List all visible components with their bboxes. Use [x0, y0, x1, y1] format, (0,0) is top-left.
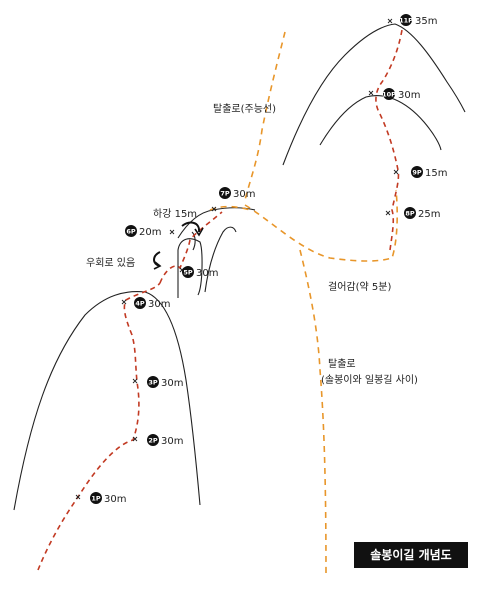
pitch-length-1p: 30m — [104, 494, 126, 505]
trails — [209, 31, 398, 576]
svg-text:8P: 8P — [405, 210, 415, 218]
pitch-3: 3P 30m — [147, 376, 183, 389]
label-exit-top: 탈출로(주능선) — [213, 102, 276, 115]
route-upper — [375, 29, 403, 251]
pitch-length-7p: 30m — [233, 189, 255, 200]
pitch-length-8p: 25m — [418, 209, 440, 220]
pitch-badge-2p — [147, 434, 159, 446]
rappel-arrow-icon — [181, 221, 201, 233]
belay-mark-3p — [132, 378, 138, 384]
belay-mark-1p — [75, 494, 81, 500]
title-box: 솔봉이길 개념도 — [354, 542, 468, 568]
trail-walk — [244, 189, 398, 262]
outline-mid-peak — [177, 238, 203, 298]
svg-text:7P: 7P — [220, 190, 230, 198]
svg-text:5P: 5P — [183, 269, 193, 277]
pitch-length-10p: 30m — [398, 90, 420, 101]
outline-upper-right-outer — [282, 23, 466, 166]
belay-mark-11p — [387, 18, 393, 24]
pitch-length-3p: 30m — [161, 378, 183, 389]
pitch-badge-11p — [400, 14, 412, 26]
svg-text:9P: 9P — [412, 169, 422, 177]
belay-marks — [75, 18, 399, 500]
trail-exit-mid — [299, 249, 327, 576]
pitch-2: 2P 30m — [147, 434, 183, 447]
label-detour: 우회로 있음 — [86, 257, 135, 269]
pitch-1: 1P 30m — [90, 492, 126, 505]
pitch-length-6p: 20m — [139, 227, 161, 238]
pitch-4: 4P 30m — [134, 297, 170, 310]
pitch-6: 6P 20m — [125, 225, 161, 238]
svg-text:1P: 1P — [91, 495, 101, 503]
title-box-bg — [354, 542, 468, 568]
route-lower — [37, 282, 161, 571]
belay-mark-10p — [368, 90, 374, 96]
pitch-8: 8P 25m — [404, 207, 440, 220]
belay-mark-4p — [121, 299, 127, 305]
belay-mark-2p — [132, 436, 138, 442]
belay-mark-9p — [393, 169, 399, 175]
pitch-length-9p: 15m — [425, 168, 447, 179]
belay-mark-7p — [211, 206, 217, 212]
route-mid — [159, 211, 223, 284]
pitch-badge-10p — [383, 88, 395, 100]
trail-approach-left — [209, 205, 251, 211]
diagram-title: 솔봉이길 개념도 — [370, 547, 451, 562]
label-exit-mid-line2: (솔봉이와 일봉길 사이) — [321, 373, 418, 386]
pitch-10: 10P 30m — [382, 88, 420, 101]
svg-text:10P: 10P — [382, 91, 396, 99]
pitch-badge-8p — [404, 207, 416, 219]
pitch-9: 9P 15m — [411, 166, 447, 179]
pitch-badge-1p — [90, 492, 102, 504]
belay-mark-8p — [385, 210, 391, 216]
pitch-7: 7P 30m — [219, 187, 255, 200]
outline-lower-small — [191, 231, 196, 251]
pitch-5: 5P 30m — [182, 266, 218, 279]
belay-mark-6p — [169, 229, 175, 235]
svg-text:11P: 11P — [399, 17, 413, 25]
svg-text:2P: 2P — [148, 437, 158, 445]
label-rappel: 하강 15m — [153, 207, 197, 220]
pitch-length-4p: 30m — [148, 299, 170, 310]
pitch-length-5p: 30m — [196, 268, 218, 279]
pitch-badge-5p — [182, 266, 194, 278]
arrows — [153, 221, 204, 270]
pitch-badge-7p — [219, 187, 231, 199]
pitch-11: 11P 35m — [399, 14, 437, 27]
svg-text:4P: 4P — [135, 300, 145, 308]
svg-text:6P: 6P — [126, 228, 136, 236]
outline-mid-spire-right — [204, 226, 237, 293]
pitch-badge-6p — [125, 225, 137, 237]
pitch-badge-9p — [411, 166, 423, 178]
pitch-badge-3p — [147, 376, 159, 388]
label-walk: 걸어감(약 5분) — [328, 280, 391, 293]
trail-exit-main-ridge — [244, 31, 286, 201]
pitch-length-11p: 35m — [415, 16, 437, 27]
outline-lower-left — [13, 291, 201, 511]
pitch-badge-4p — [134, 297, 146, 309]
outline-upper-right-inner — [319, 95, 442, 151]
svg-text:3P: 3P — [148, 379, 158, 387]
pitch-length-2p: 30m — [161, 436, 183, 447]
label-exit-mid-line1: 탈출로 — [328, 357, 356, 370]
